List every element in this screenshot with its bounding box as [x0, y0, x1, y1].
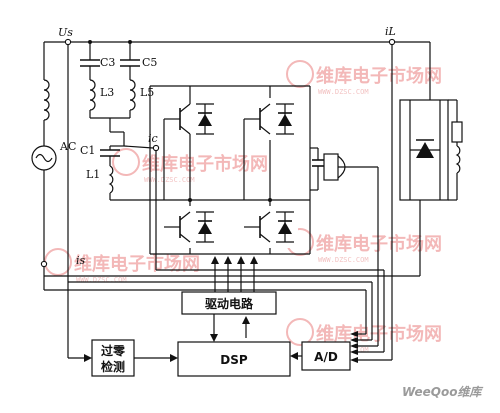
igbt-top-left — [172, 98, 218, 140]
filter-branch-3: C3 L3 — [80, 40, 115, 118]
dsp-block: DSP — [177, 341, 291, 377]
dc-sensor-block — [323, 153, 339, 181]
ic-terminal — [152, 144, 160, 152]
watermark-1: 维库电子市场网 WWW.DZSC.COM — [286, 60, 442, 96]
inductor-l3 — [89, 79, 96, 111]
gate-lines — [163, 118, 258, 292]
igbt-bottom-right — [252, 206, 298, 248]
watermark-brand-5: 维库电子市场网 — [316, 323, 442, 345]
is-terminal — [40, 260, 48, 268]
label-l1: L1 — [86, 168, 100, 181]
inductor-l5 — [129, 79, 136, 111]
weeqoo-logo: WeeQoo维库 — [402, 385, 483, 399]
label-ic: ic — [148, 132, 158, 145]
watermark-2: 维库电子市场网 WWW.DZSC.COM — [112, 148, 268, 184]
load-resistor — [451, 121, 463, 143]
inductor-l1 — [108, 165, 114, 194]
label-c5: C5 — [142, 56, 157, 69]
il-terminal — [388, 38, 396, 46]
sense-lines — [43, 45, 393, 363]
ac-source-branch: AC is — [31, 42, 420, 277]
filter-branch-1: C1 L1 ic — [80, 118, 160, 200]
filter-branch-5: C5 L5 — [120, 40, 157, 118]
igbt-bottom-left — [172, 206, 218, 248]
label-is: is — [76, 254, 86, 267]
label-us: Us — [58, 26, 73, 39]
watermark-url-2: WWW.DZSC.COM — [144, 176, 195, 184]
watermark-url-1: WWW.DZSC.COM — [318, 88, 369, 96]
zero-cross-label-1: 过零 — [101, 343, 126, 358]
zero-cross-label-2: 检测 — [101, 359, 125, 374]
driver-label: 驱动电路 — [205, 296, 254, 311]
zero-cross-block: 过零 检测 — [91, 339, 135, 377]
adc-label: A/D — [314, 350, 338, 364]
driver-circuit-block: 驱动电路 — [181, 291, 277, 315]
igbt-top-right — [252, 98, 298, 140]
watermark-url-3: WWW.DZSC.COM — [318, 256, 369, 264]
watermark-brand-2: 维库电子市场网 — [142, 153, 268, 175]
logo-text: WeeQoo维库 — [402, 385, 483, 399]
nonlinear-load — [399, 99, 463, 276]
label-c1: C1 — [80, 144, 95, 157]
watermark-brand-1: 维库电子市场网 — [316, 65, 442, 87]
label-l3: L3 — [100, 86, 114, 99]
label-c3: C3 — [100, 56, 115, 69]
top-rail: Us iL — [44, 25, 431, 100]
dc-link-capacitor — [310, 147, 379, 346]
label-l5: L5 — [140, 86, 154, 99]
watermark-url-4: WWW.DZSC.COM — [76, 276, 127, 284]
source-inductor — [43, 79, 50, 121]
load-inductor — [455, 145, 461, 174]
watermark-brand-3: 维库电子市场网 — [316, 233, 442, 255]
adc-block: A/D — [301, 341, 351, 371]
us-terminal — [64, 38, 72, 46]
dsp-label: DSP — [220, 353, 248, 367]
label-il: iL — [385, 25, 396, 38]
watermark-brand-4: 维库电子市场网 — [74, 253, 200, 275]
